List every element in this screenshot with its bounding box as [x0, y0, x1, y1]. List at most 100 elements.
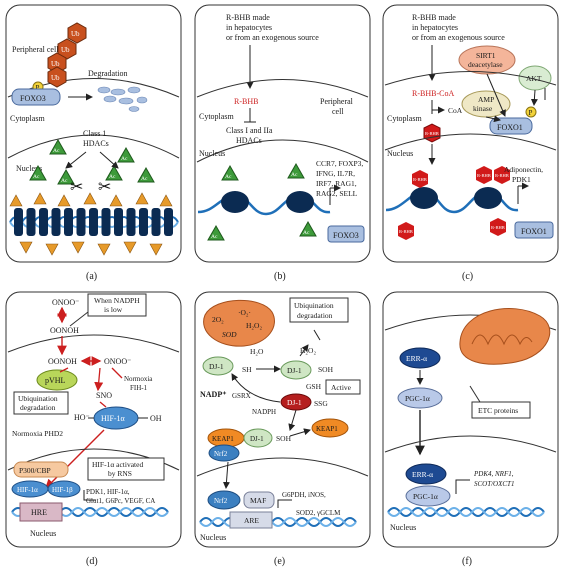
foxo3-box-a	[11, 88, 61, 106]
d-nucleus: Nucleus	[30, 529, 56, 538]
d-hif1a: HIF-1α	[101, 414, 126, 423]
e-are-box	[229, 511, 273, 529]
d-hif-to-nucleus	[45, 429, 105, 489]
b-nucleosome-1	[221, 191, 249, 213]
e-dj1-mid-label: DJ-1	[287, 366, 302, 375]
svg-text:Ac: Ac	[53, 148, 60, 154]
phospho-p-label-a: P	[36, 84, 40, 92]
panel-b-frame	[194, 4, 371, 263]
e-dj1-to-complex	[288, 409, 297, 431]
e-ubiq-box	[289, 297, 349, 323]
a-ac-mark	[97, 243, 111, 256]
e-gsrx: GSRX	[232, 392, 251, 400]
c-nucleus: Nucleus	[387, 149, 413, 158]
f-erra-oval	[399, 347, 441, 369]
d-hif-rns-box	[87, 457, 165, 481]
d-normoxia-phd2: Normoxia PHD2	[12, 429, 63, 438]
b-genes-2: IFNG, IL7R,	[316, 169, 355, 178]
svg-text:Ac: Ac	[141, 176, 148, 182]
b-cell-membrane	[196, 79, 369, 98]
e-nrf2-nucleus-label: Nrf2	[214, 497, 228, 505]
e-mitochondrion	[203, 299, 275, 347]
a-ac-mark	[45, 243, 59, 256]
d-nadph-box	[87, 293, 147, 317]
a-ac-mark	[135, 192, 149, 205]
a-nucleosome	[139, 208, 148, 236]
d-hif1b-oval	[47, 480, 81, 498]
c-nuclear-membrane	[384, 133, 557, 151]
panel-b: R-BHB made in hepatocytes or from an exo…	[194, 4, 371, 282]
d-cell-membrane	[7, 334, 180, 353]
svg-text:R-BHB: R-BHB	[425, 131, 439, 136]
c-sirt1-2: deacetylase	[468, 60, 503, 69]
e-soh: SOH	[318, 365, 334, 374]
svg-text:Ac: Ac	[33, 174, 40, 180]
b-rbhb: R-BHB	[234, 97, 258, 106]
d-sno-bond	[99, 401, 107, 408]
c-adipo-1: Adiponectin,	[504, 165, 543, 174]
e-o2: 2O₂	[212, 315, 224, 324]
panel-a: Peripheral cell Ub Ub Ub Ub P FOXO3 Degr…	[5, 4, 182, 282]
e-nuclear-membrane	[196, 457, 369, 477]
a-nucleus: Nucleus	[16, 164, 42, 173]
a-nucleosome	[114, 208, 123, 236]
c-rbhb-coa: R-BHB-CoA	[412, 89, 454, 98]
d-ubiq-box	[13, 391, 69, 415]
ub-label-1: Ub	[71, 30, 80, 38]
d-p300: P300/CBP	[19, 466, 51, 475]
degradation-label-a: Degradation	[88, 69, 128, 78]
e-h2o: H₂O	[250, 347, 264, 356]
a-nucleosome	[14, 208, 23, 236]
b-nuclear-membrane	[196, 139, 369, 163]
ub-label-4: Ub	[51, 74, 60, 82]
b-nucleus: Nucleus	[199, 149, 225, 158]
c-phospho	[525, 106, 537, 118]
d-pvhl: pVHL	[45, 376, 66, 385]
a-ac-mark	[9, 194, 23, 207]
svg-text:R-BHB: R-BHB	[413, 177, 427, 182]
svg-text:Ac: Ac	[121, 156, 128, 162]
a-ac-mark	[33, 192, 47, 205]
d-targets-1: PDK1, HIF-1α,	[86, 488, 130, 496]
caption-a: (a)	[86, 271, 97, 282]
e-ssg: SSG	[314, 399, 328, 408]
e-soh-b: SOH	[276, 434, 292, 443]
scissors-icon-left: ✂	[70, 177, 83, 196]
f-targets-2: SCOT/OXCT1	[474, 480, 514, 488]
e-are: ARE	[244, 516, 259, 525]
e-dna-2	[199, 517, 357, 527]
d-hif1a-b: HIF-1α	[17, 486, 38, 494]
e-maf-box	[243, 491, 275, 509]
a-nucleosome	[126, 208, 136, 236]
e-targets-2: SOD2, γGCLM	[296, 509, 341, 517]
b-foxo3-box	[327, 225, 365, 243]
e-h2o2-arrow	[299, 344, 309, 357]
svg-text:Ac: Ac	[225, 174, 232, 180]
a-hdacs: HDACs	[83, 139, 109, 148]
e-active-box	[325, 379, 361, 395]
d-sno: SNO	[96, 391, 112, 400]
d-oonoh: OONOH	[48, 357, 77, 366]
f-nuclear-membrane	[384, 435, 557, 453]
e-dna-1	[199, 517, 357, 527]
f-pgc-nucleus	[405, 485, 451, 507]
e-maf: MAF	[250, 496, 266, 505]
d-nadph-2: is low	[104, 305, 123, 314]
e-sh: SH	[242, 365, 252, 374]
d-inhibit-fih	[111, 367, 123, 379]
b-src-2: in hepatocytes	[226, 23, 272, 32]
a-ac-mark	[19, 241, 33, 254]
b-genes-4: RAG2, SELL	[316, 189, 358, 198]
e-sod: SOD	[222, 330, 237, 339]
e-keap1-right-label: KEAP1	[316, 425, 338, 433]
b-periph-2: cell	[332, 107, 344, 116]
ac-triangles-free: Ac Ac Ac Ac Ac Ac	[29, 138, 155, 185]
panel-d: ONOO⁻ OONOH When NADPH is low OONOH ONOO…	[5, 291, 182, 567]
f-targets-1: PDK4, NRF1,	[473, 470, 514, 478]
e-nrf2-nucleus	[207, 490, 241, 510]
svg-text:Ac: Ac	[291, 172, 298, 178]
c-nucleosome-1	[410, 187, 438, 209]
d-ubiq-2: degradation	[20, 403, 56, 412]
f-erra: ERR-α	[406, 354, 427, 363]
d-oonoh-top: OONOH	[50, 326, 79, 335]
